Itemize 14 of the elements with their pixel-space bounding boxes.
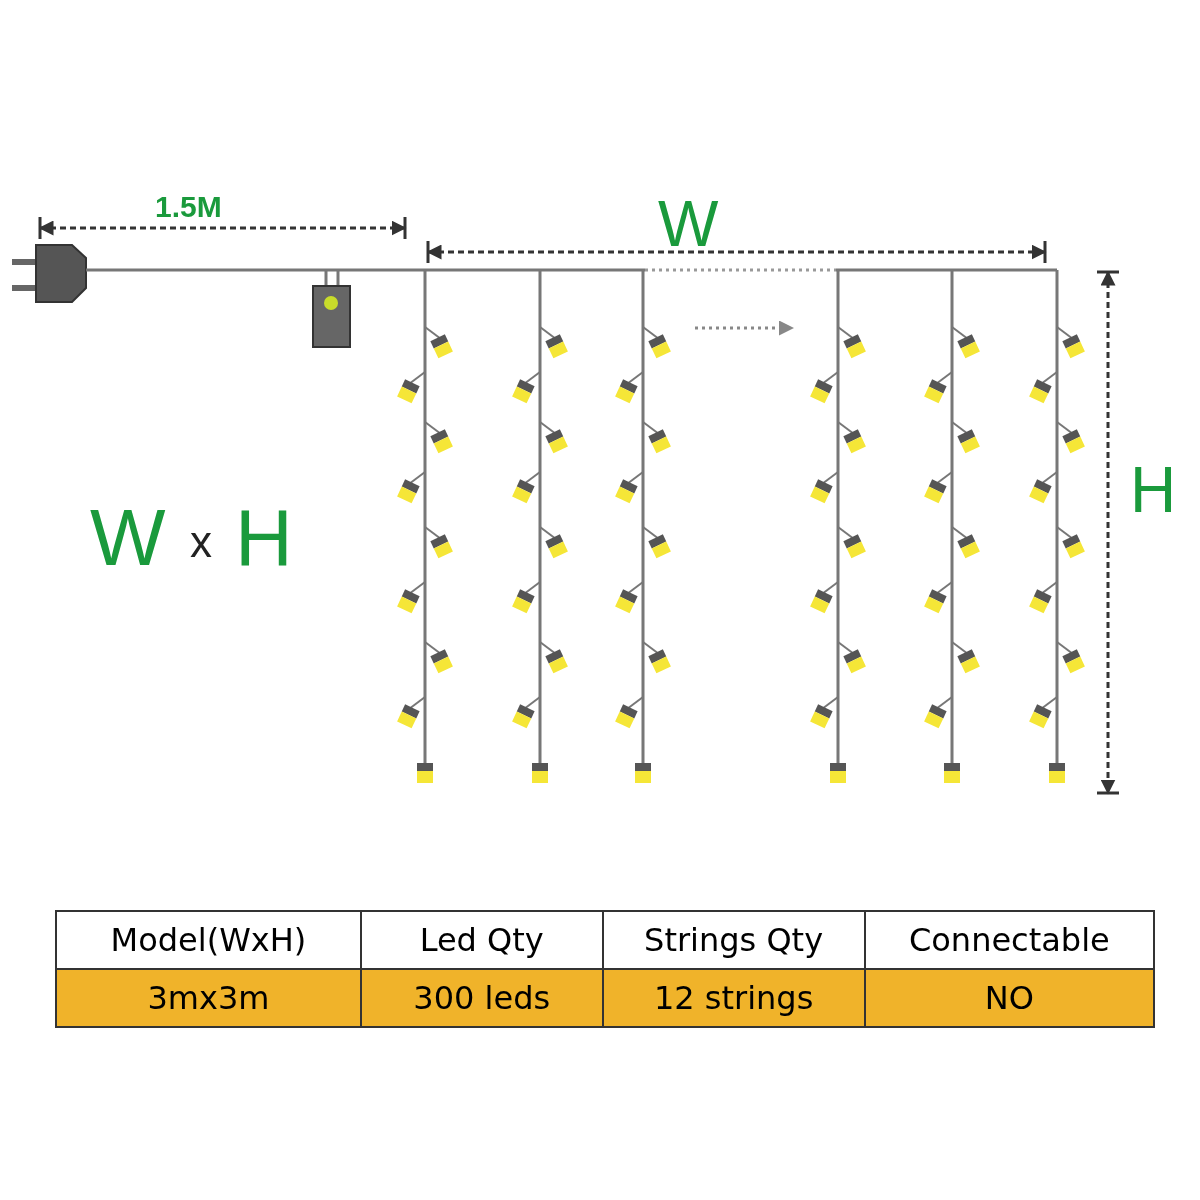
dimension-label: 1.5M xyxy=(155,192,222,222)
height-label: H xyxy=(1130,458,1177,522)
table-header-cell: Led Qty xyxy=(360,911,603,969)
width-label: W xyxy=(658,192,719,256)
size-formula-letter: H xyxy=(235,498,293,578)
table-cell: 12 strings xyxy=(602,969,865,1027)
table-header-cell: Model(WxH) xyxy=(56,911,361,969)
table-cell: 3mx3m xyxy=(56,969,361,1027)
table-cell: NO xyxy=(864,969,1154,1027)
table-cell: 300 leds xyxy=(360,969,603,1027)
size-formula-letter: W xyxy=(90,498,166,578)
table-header-cell: Connectable xyxy=(864,911,1154,969)
size-formula-sign: x xyxy=(190,520,212,564)
table-header-cell: Strings Qty xyxy=(602,911,865,969)
